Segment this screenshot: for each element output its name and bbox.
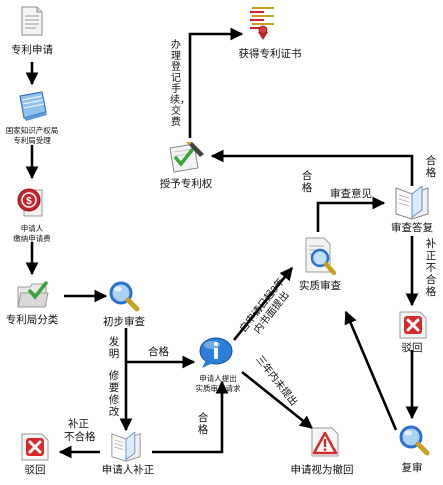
node-request-line2[interactable]: 实质审查请求 [195, 384, 241, 393]
node-grant[interactable]: 授予专利权 [159, 178, 213, 190]
edge-label-need-fix: 修要修改 [108, 370, 120, 418]
node-reject-right[interactable]: 驳回 [401, 342, 423, 354]
red-x-document-icon [398, 310, 428, 345]
edge-label-found: 发明 [108, 336, 120, 360]
magnifier-icon [398, 424, 430, 461]
node-sipo-accept-line2[interactable]: 专利局受理 [13, 136, 51, 145]
node-supplement[interactable]: 申请人补正 [101, 464, 155, 476]
edge-label-supp-fail-line1: 补正 [68, 418, 89, 430]
node-reject-left[interactable]: 驳回 [24, 464, 46, 476]
certificate-pen-icon [166, 140, 206, 181]
edge-label-reply-pass: 合格 [425, 155, 437, 179]
edge-label-pass-to-grant: 合格 [301, 170, 313, 194]
arrow-request-to-withdrawn [241, 370, 314, 430]
info-bubble-icon [198, 336, 234, 375]
arrow-exam-to-reply [316, 196, 386, 232]
node-fee-line2[interactable]: 缴纳申请费 [13, 234, 51, 243]
node-exam-reply[interactable]: 审查答复 [391, 222, 433, 234]
edge-label-supp-fail-line2: 不合格 [64, 431, 96, 443]
certificate-icon [246, 4, 280, 47]
arrow-supplement-pass-to-request [152, 380, 229, 454]
notebook-icon [16, 90, 50, 127]
node-fee-line1[interactable]: 申请人 [20, 224, 44, 233]
open-book-icon [106, 431, 146, 467]
document-icon [20, 6, 44, 41]
arrow-request-to-exam [232, 266, 294, 341]
edge-label-opinion: 审查意见 [330, 188, 372, 200]
node-prelim-exam[interactable]: 初步审查 [103, 316, 145, 328]
coin-document-icon: $ [16, 186, 48, 223]
warning-document-icon [308, 426, 342, 463]
edge-label-pass-prelim: 合格 [148, 346, 169, 358]
node-substantive-exam[interactable]: 实质审查 [299, 280, 341, 292]
arrow-grant-to-certificate [188, 27, 244, 138]
arrow-reexam-to-exam [344, 310, 398, 431]
node-withdrawn[interactable]: 申请视为撤回 [290, 464, 354, 476]
node-sipo-accept-line1[interactable]: 国家知识产权局 [5, 126, 59, 135]
edge-label-pass-supp: 合格 [197, 412, 209, 436]
edge-label-register-fee: 办理登记手续，交费 [170, 40, 190, 128]
folder-check-icon [16, 279, 50, 314]
magnifier-icon [108, 280, 140, 317]
edge-label-correction-fail: 补正不合格 [425, 238, 437, 298]
arrow-reply-to-grant [210, 149, 414, 186]
open-book-icon [392, 184, 432, 225]
node-request-line1[interactable]: 申请人提出 [199, 374, 237, 383]
node-certificate[interactable]: 获得专利证书 [238, 48, 302, 60]
node-classify[interactable]: 专利局分类 [5, 314, 59, 326]
svg-text:$: $ [26, 196, 32, 207]
red-x-document-icon [20, 432, 50, 467]
document-magnifier-icon [302, 236, 338, 281]
node-reexam[interactable]: 复审 [401, 462, 423, 474]
node-patent-apply[interactable]: 专利申请 [11, 44, 53, 56]
